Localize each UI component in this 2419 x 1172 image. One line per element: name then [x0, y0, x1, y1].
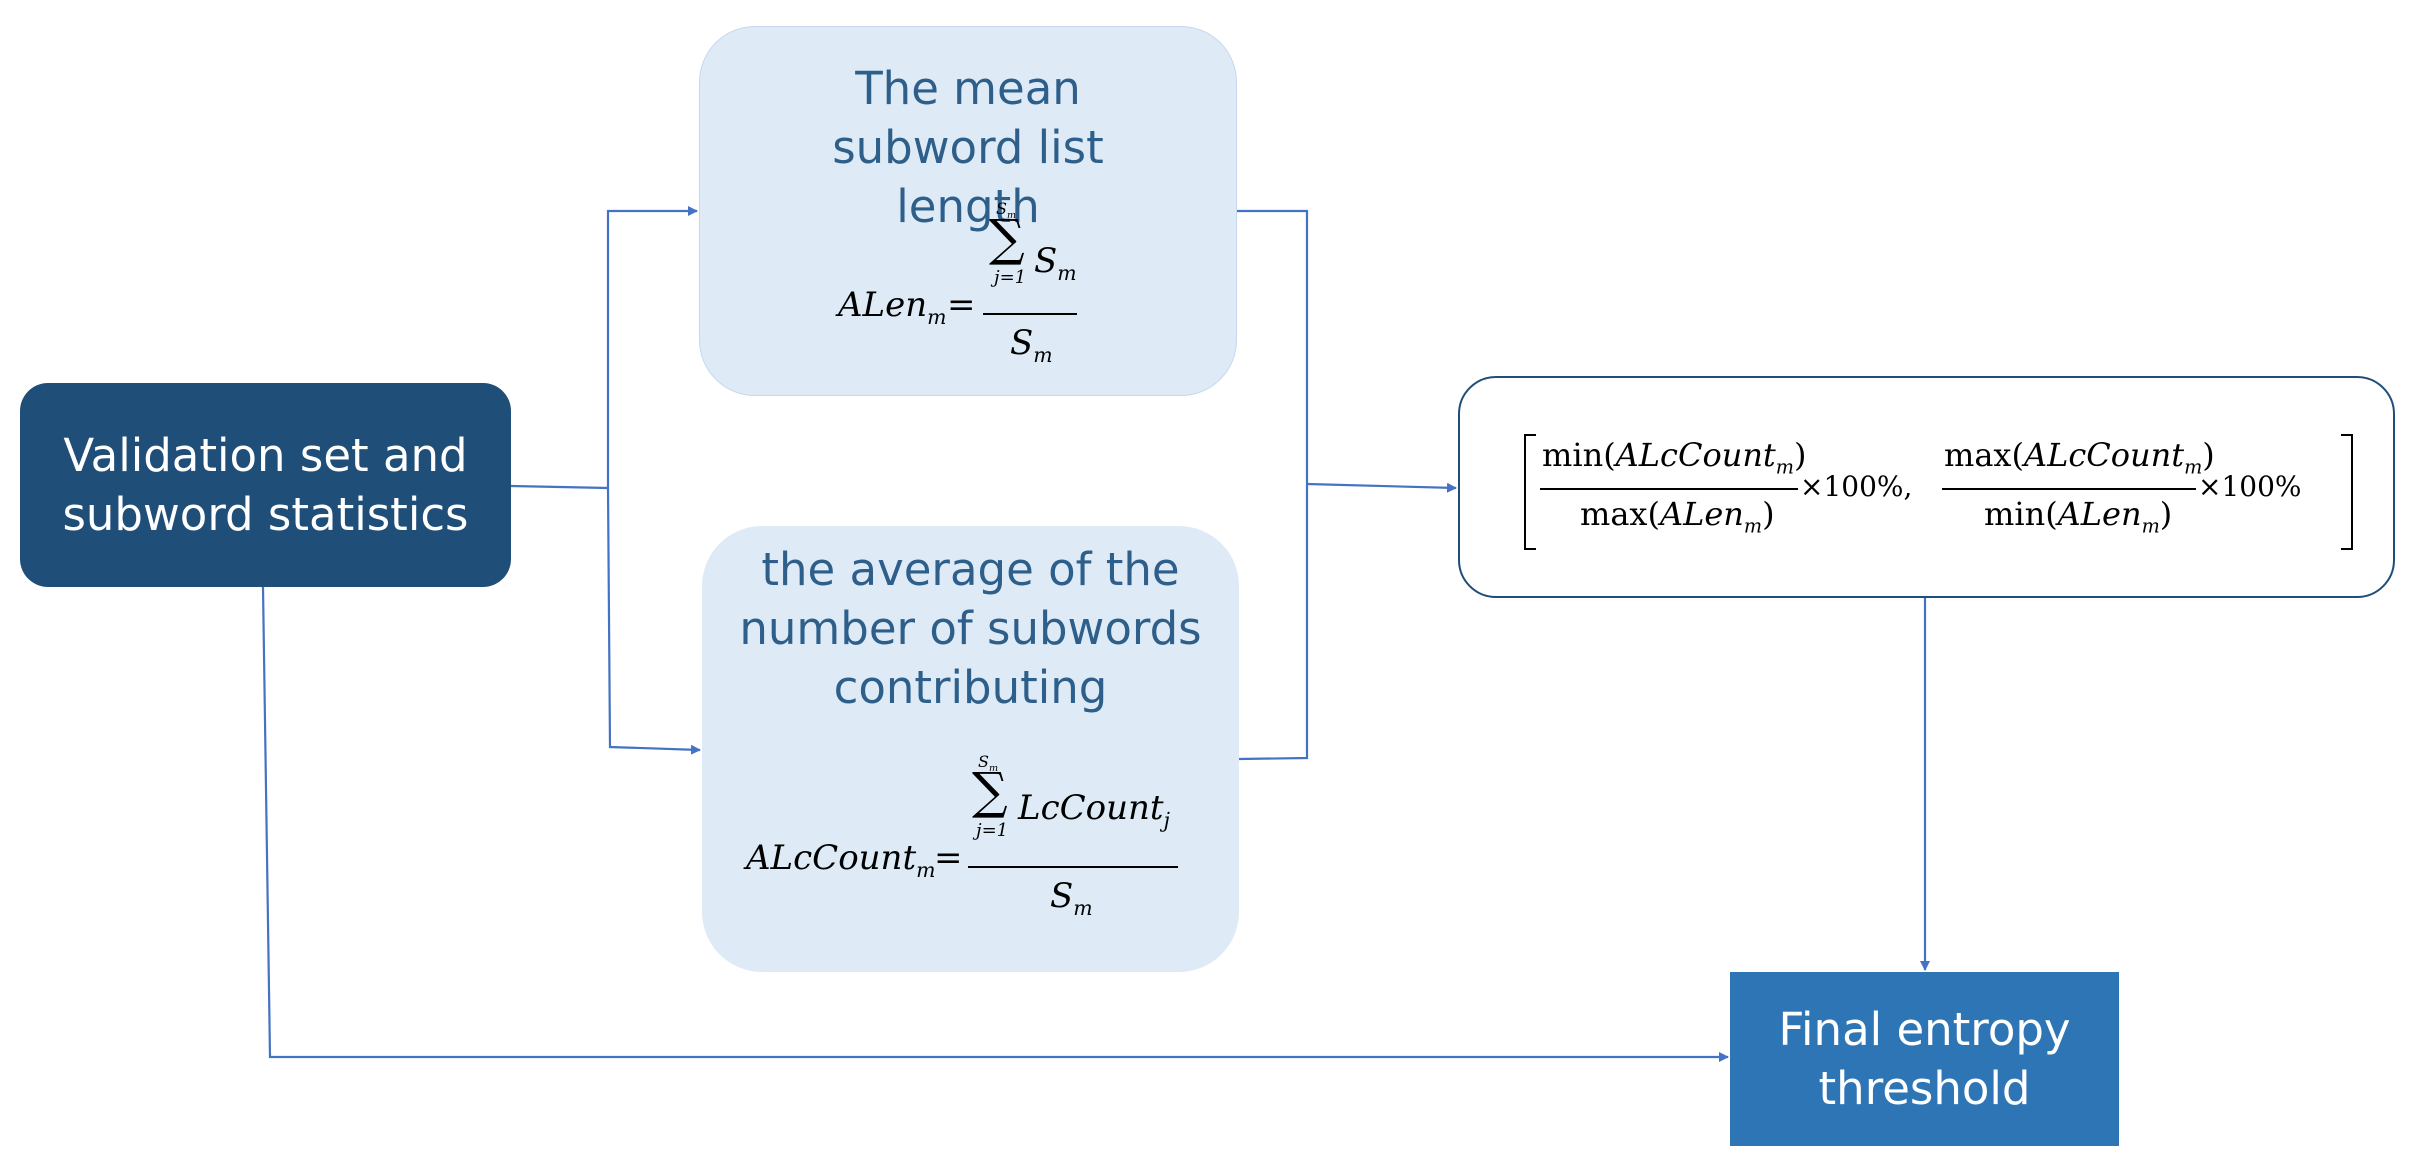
- sum-upper: Sm: [996, 199, 1017, 222]
- sum-lower: j=1: [994, 267, 1027, 288]
- range-formula: min(ALcCountm) max(ALenm) ×100%, max(ALc…: [1460, 378, 2397, 600]
- formula-lhs: ALcCountm: [746, 838, 936, 882]
- sum-lower: j=1: [976, 820, 1009, 841]
- left-fraction-bar: [1540, 488, 1798, 490]
- right-bracket: [2341, 434, 2353, 550]
- edge-mean-to-range: [1237, 209, 1309, 484]
- sigma-symbol: ∑: [972, 762, 1008, 820]
- average-count-node: the average of the number of subwords co…: [702, 526, 1239, 972]
- range-formula-node: min(ALcCountm) max(ALenm) ×100%, max(ALc…: [1458, 376, 2395, 598]
- left-denominator: max(ALenm): [1580, 495, 1775, 538]
- edge-branch-to-average: [606, 487, 701, 755]
- fraction-bar: [983, 313, 1077, 315]
- edge-validation-to-final: [261, 586, 1729, 1062]
- numerator: Sm: [1034, 241, 1077, 285]
- denominator: Sm: [1050, 876, 1093, 920]
- sum-upper: Sm: [978, 752, 999, 775]
- edge-average-to-range: [1238, 484, 1309, 761]
- edge-validation-to-branch: [510, 484, 609, 490]
- times-text: ×100%,: [1800, 470, 1913, 503]
- final-threshold-node: Final entropy threshold: [1730, 972, 2119, 1146]
- edge-branch-to-mean: [606, 206, 698, 488]
- mean-length-formula: ALenm = Sm ∑ j=1 Sm Sm: [838, 199, 1077, 367]
- edge-merge-to-range: [1306, 482, 1457, 493]
- right-numerator: max(ALcCountm): [1944, 436, 2215, 479]
- sigma-symbol: ∑: [989, 209, 1025, 267]
- fraction-bar: [968, 866, 1178, 868]
- numerator: LcCountj: [1018, 788, 1170, 832]
- final-threshold-label: Final entropy threshold: [1778, 1003, 2071, 1115]
- mean-length-label: The mean subword list length: [832, 62, 1104, 233]
- average-count-label: the average of the number of subwords co…: [739, 543, 1202, 714]
- formula-lhs: ALenm: [838, 285, 947, 329]
- right-fraction-bar: [1942, 488, 2196, 490]
- denominator: Sm: [1010, 323, 1053, 367]
- mean-length-node: The mean subword list length ALenm = Sm …: [699, 26, 1237, 396]
- times-text-end: ×100%: [2198, 470, 2302, 503]
- left-numerator: min(ALcCountm): [1542, 436, 1807, 479]
- validation-label: Validation set and subword statistics: [62, 429, 469, 541]
- right-denominator: min(ALenm): [1984, 495, 2173, 538]
- validation-node: Validation set and subword statistics: [20, 383, 511, 587]
- left-bracket: [1524, 434, 1536, 550]
- average-count-formula: ALcCountm = Sm ∑ j=1 LcCountj Sm: [702, 526, 1239, 972]
